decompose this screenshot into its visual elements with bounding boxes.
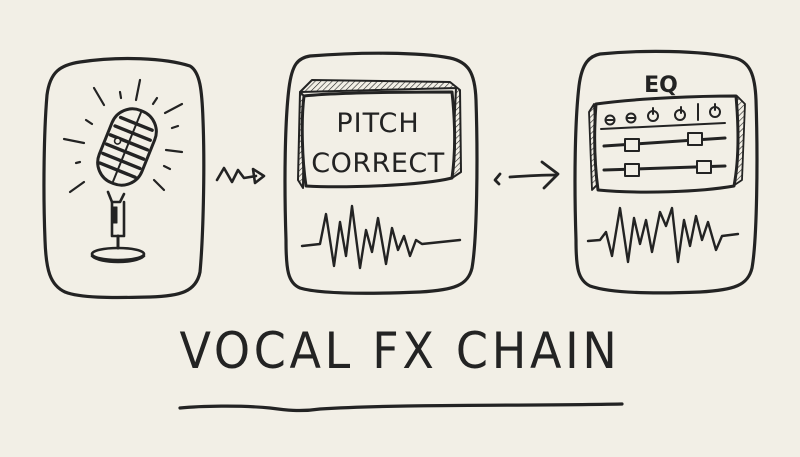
diagram-title: VOCAL FX CHAIN xyxy=(179,322,621,380)
eq-waveform xyxy=(586,206,740,264)
pitch-correct-card xyxy=(283,51,479,295)
microphone-icon xyxy=(62,78,184,264)
eq-label: EQ xyxy=(644,73,678,98)
microphone-card xyxy=(42,56,206,300)
pitch-correct-label-line1: PITCH xyxy=(336,108,419,139)
title-underline xyxy=(178,402,624,413)
pitch-correct-label-line2: CORRECT xyxy=(311,148,445,179)
connector-arrow xyxy=(493,160,560,190)
pitch-correct-display xyxy=(297,79,462,189)
pitch-correct-waveform xyxy=(300,204,462,270)
connector-squiggle-arrow xyxy=(215,166,266,185)
equalizer-panel-icon xyxy=(588,94,746,194)
eq-card xyxy=(573,49,759,295)
